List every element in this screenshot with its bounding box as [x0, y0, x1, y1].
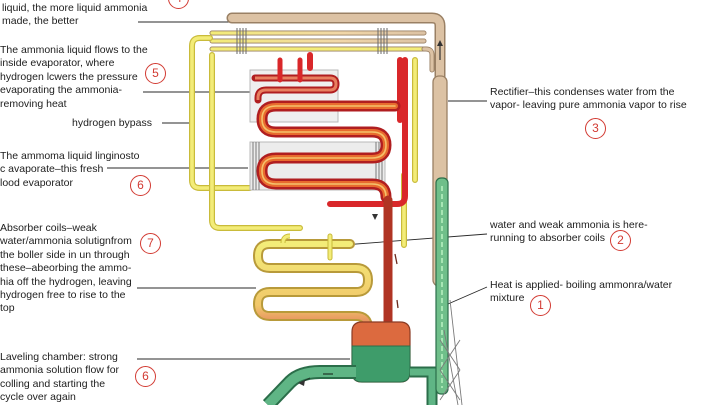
condenser	[209, 28, 435, 73]
marker-6-fresh-food: 6	[130, 175, 151, 196]
label-hydrogen-bypass: hydrogen bypass	[72, 117, 152, 129]
label-evaporator-inside: The ammonia liquid flows to the inside e…	[0, 44, 148, 110]
boiler-green-tube	[435, 177, 463, 405]
marker-7: 7	[140, 233, 161, 254]
marker-1: 1	[530, 295, 551, 316]
leveling-chamber	[262, 321, 438, 405]
boiler-riser	[383, 195, 399, 329]
label-rectifier: Rectifier–this condenses water from the …	[490, 86, 687, 112]
absorber-coils	[252, 233, 374, 337]
flow-arrows	[298, 214, 378, 386]
leader-lines	[107, 21, 488, 360]
label-top-fragment: liquid, the more liquid ammonia made, th…	[2, 2, 148, 28]
label-fresh-food-evaporator: The ammoma liquid linginosto c avaporate…	[0, 150, 140, 189]
label-absorber-coils: Absorber coils–weak water/ammonia soluti…	[0, 222, 132, 315]
marker-2: 2	[610, 230, 631, 251]
marker-6-leveling: 6	[135, 366, 156, 387]
evaporator-coils	[251, 52, 408, 207]
marker-3: 3	[585, 118, 606, 139]
marker-5: 5	[145, 63, 166, 84]
label-leveling-chamber: Laveling chamber: strong ammonia solutio…	[0, 351, 120, 404]
hydrogen-bypass-tube	[189, 35, 418, 248]
label-weak-ammonia: water and weak ammonia is here- running …	[490, 219, 648, 245]
label-heat-applied: Heat is applied- boiling ammonra/water m…	[490, 279, 673, 305]
